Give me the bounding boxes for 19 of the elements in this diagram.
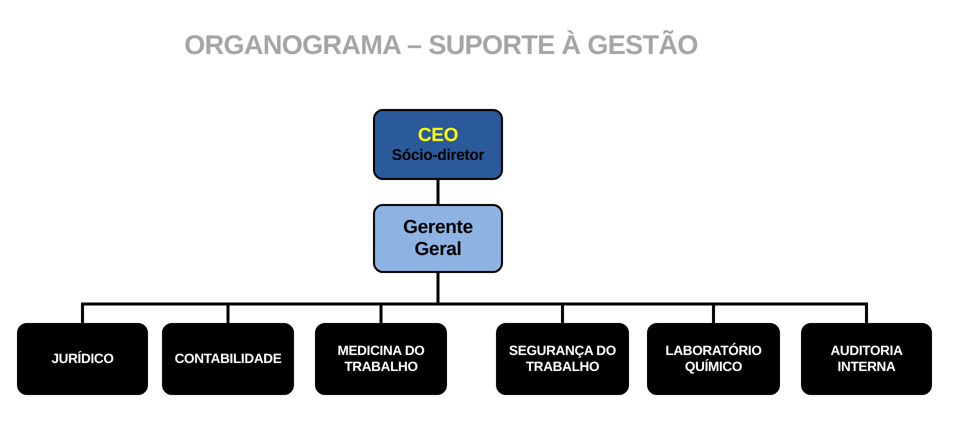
manager-box [373,204,503,273]
diagram-title: ORGANOGRAMA – SUPORTE À GESTÃO [184,30,698,61]
department-box [315,323,447,395]
position-title: CEO [418,124,458,147]
department-box [801,323,932,395]
position-title: MEDICINA DO TRABALHO [336,343,426,375]
executive-box [373,109,503,180]
position-title: AUDITORIA INTERNA [829,343,904,375]
department-box [17,323,148,395]
connector-line [436,180,440,204]
position-title: JURÍDICO [50,351,115,367]
position-title: Gerente Geral [402,216,474,260]
position-title: LABORATÓRIO QUÍMICO [664,343,763,375]
position-title: SEGURANÇA DO TRABALHO [508,343,617,375]
position-subtitle: Sócio-diretor [392,146,484,164]
position-title: CONTABILIDADE [174,351,282,367]
department-box [162,323,294,395]
department-box [647,323,780,395]
department-box [496,323,629,395]
